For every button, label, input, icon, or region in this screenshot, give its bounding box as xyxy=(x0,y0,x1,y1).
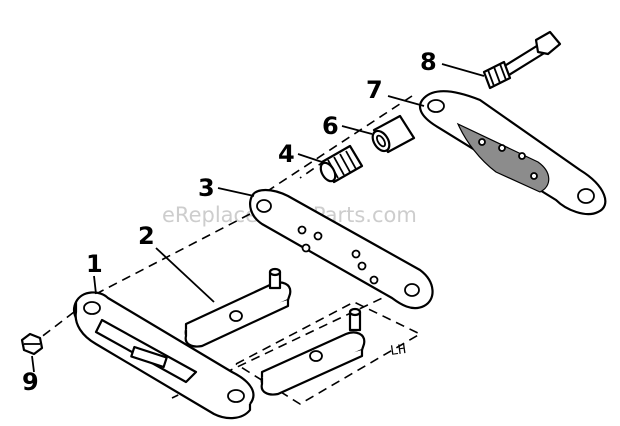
callout-4: 4 xyxy=(278,140,295,168)
callout-1: 1 xyxy=(86,250,103,278)
leader-lines xyxy=(31,63,485,373)
callout-2: 2 xyxy=(138,222,155,250)
part-1-bracket xyxy=(72,291,255,420)
part-lh-lever xyxy=(260,307,366,396)
part-2-lever xyxy=(184,267,292,348)
part-3-plate xyxy=(249,188,434,310)
callout-9: 9 xyxy=(22,368,39,396)
callout-7: 7 xyxy=(366,76,383,104)
part-9-nut xyxy=(20,332,44,356)
callout-3: 3 xyxy=(198,174,215,202)
callout-8: 8 xyxy=(420,48,437,76)
part-8-bolt xyxy=(482,30,562,90)
part-6-bushing xyxy=(371,114,416,154)
part-7-plate xyxy=(418,90,607,216)
lh-label: LH xyxy=(389,342,407,359)
callout-6: 6 xyxy=(322,112,339,140)
part-4-spring xyxy=(319,144,364,184)
